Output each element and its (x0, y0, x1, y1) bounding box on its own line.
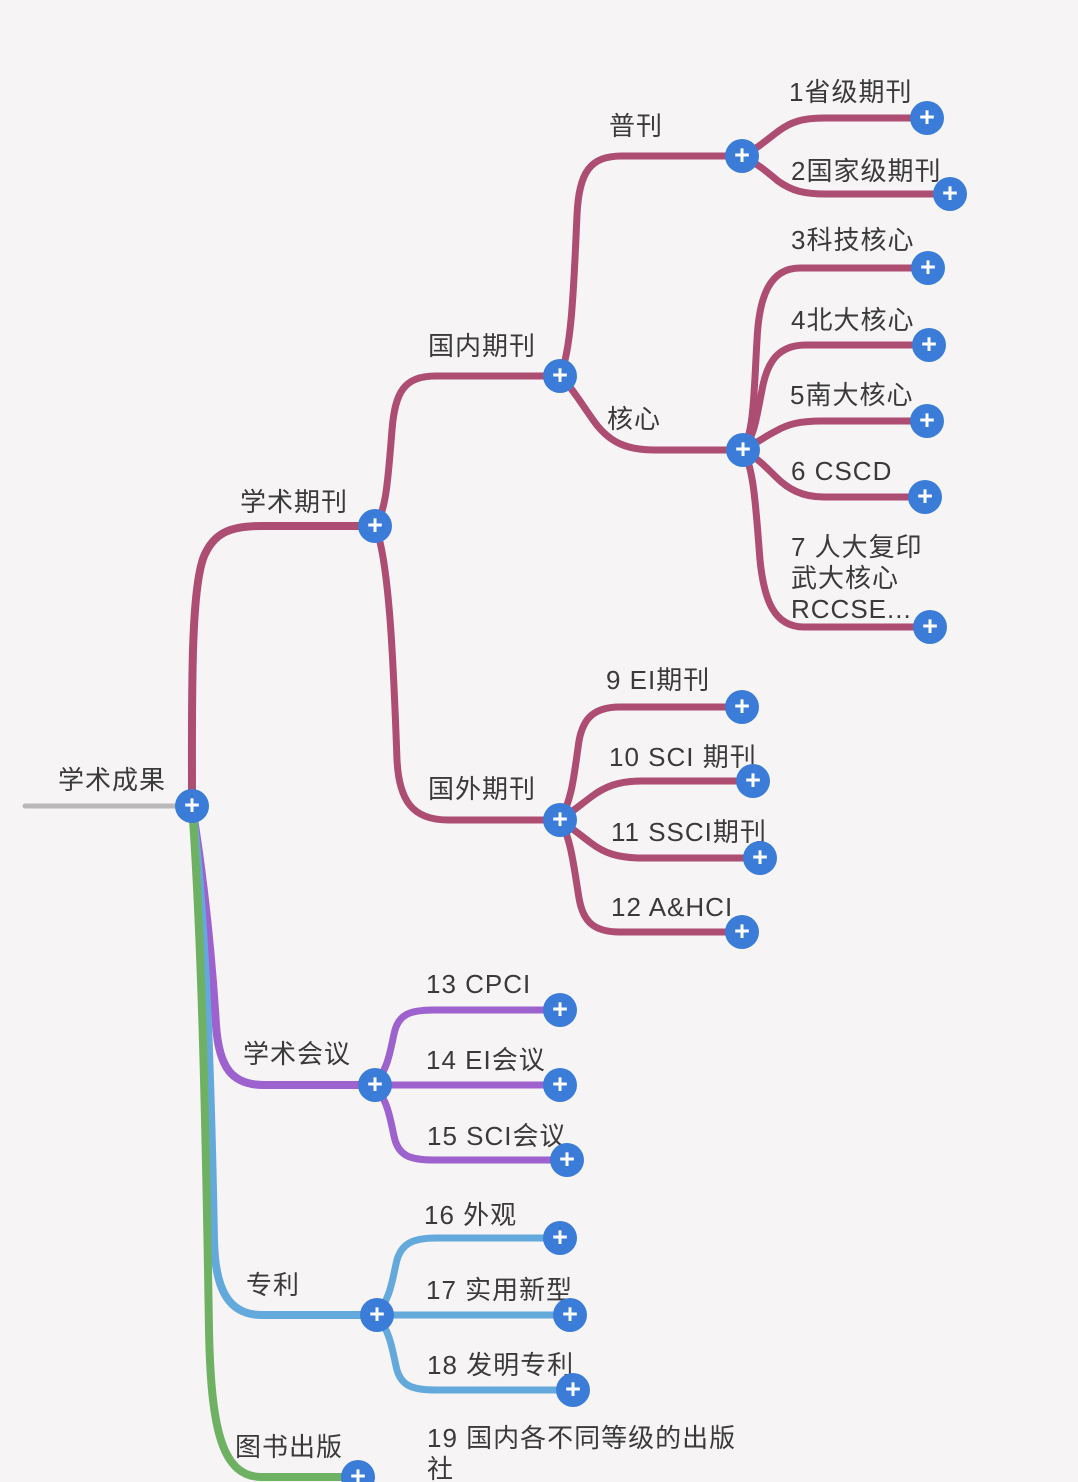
node-general-journal[interactable]: 普刊 (609, 111, 664, 141)
node-ei-journal[interactable]: 9 EI期刊 (606, 665, 711, 695)
expand-button-ei-conference[interactable]: + (543, 1068, 577, 1102)
node-book-publishing[interactable]: 图书出版 (235, 1432, 344, 1462)
expand-button-general-journal[interactable]: + (725, 139, 759, 173)
expand-button-core[interactable]: + (726, 433, 760, 467)
edge-root-academic-journal (187, 522, 379, 810)
edge-foreign-ei (556, 703, 746, 824)
expand-button-ahci[interactable]: + (725, 915, 759, 949)
node-nju-core[interactable]: 5南大核心 (790, 380, 914, 410)
node-utility-patent[interactable]: 17 实用新型 (426, 1275, 574, 1305)
node-root[interactable]: 学术成果 (58, 765, 167, 795)
node-provincial-journal[interactable]: 1省级期刊 (789, 77, 913, 107)
edge-domestic-core (556, 372, 747, 454)
edge-root-book (188, 802, 362, 1481)
edge-foreign-ahci (556, 816, 746, 936)
edge-core-renda (739, 446, 934, 631)
expand-button-provincial-journal[interactable]: + (910, 101, 944, 135)
expand-button-academic-journal[interactable]: + (358, 509, 392, 543)
expand-button-national-journal[interactable]: + (933, 177, 967, 211)
expand-button-pku-core[interactable]: + (912, 328, 946, 362)
node-cscd[interactable]: 6 CSCD (791, 456, 893, 486)
edge-patent-design (373, 1234, 564, 1319)
node-renda-wuda-rccse[interactable]: 7 人大复印 武大核心 RCCSE... (791, 532, 923, 624)
expand-button-book-publishing[interactable]: + (341, 1460, 375, 1482)
expand-button-scitech-core[interactable]: + (911, 251, 945, 285)
expand-button-utility-patent[interactable]: + (553, 1298, 587, 1332)
expand-button-sci-conference[interactable]: + (550, 1143, 584, 1177)
expand-button-renda-wuda-rccse[interactable]: + (913, 610, 947, 644)
expand-button-sci-journal[interactable]: + (736, 764, 770, 798)
expand-button-patent[interactable]: + (360, 1298, 394, 1332)
edge-core-nju (739, 417, 931, 454)
node-academic-journal[interactable]: 学术期刊 (240, 487, 349, 517)
node-patent[interactable]: 专利 (246, 1270, 301, 1300)
node-sci-conference[interactable]: 15 SCI会议 (427, 1121, 567, 1151)
edge-foreign-sci (556, 777, 757, 824)
node-sci-journal[interactable]: 10 SCI 期刊 (609, 742, 757, 772)
expand-button-domestic-journal[interactable]: + (543, 359, 577, 393)
expand-button-ei-journal[interactable]: + (725, 690, 759, 724)
node-ssci-journal[interactable]: 11 SSCI期刊 (611, 817, 767, 847)
edge-domestic-general (556, 152, 746, 380)
edge-conference-sci (371, 1081, 571, 1164)
expand-button-cscd[interactable]: + (908, 480, 942, 514)
node-scitech-core[interactable]: 3科技核心 (791, 225, 915, 255)
expand-button-cpci[interactable]: + (543, 993, 577, 1027)
edge-patent-invention (373, 1311, 577, 1394)
node-foreign-journal[interactable]: 国外期刊 (428, 774, 537, 804)
expand-button-foreign-journal[interactable]: + (543, 803, 577, 837)
node-pku-core[interactable]: 4北大核心 (791, 305, 915, 335)
expand-button-nju-core[interactable]: + (910, 404, 944, 438)
node-conference[interactable]: 学术会议 (243, 1039, 352, 1069)
node-core[interactable]: 核心 (607, 404, 662, 434)
expand-button-root plus-icon[interactable]: + (175, 789, 209, 823)
edge-general-provincial (738, 114, 931, 160)
expand-button-ssci-journal[interactable]: + (743, 841, 777, 875)
node-cpci[interactable]: 13 CPCI (426, 969, 532, 999)
expand-button-conference[interactable]: + (358, 1068, 392, 1102)
node-ei-conference[interactable]: 14 EI会议 (426, 1045, 546, 1075)
edge-academic-foreign (371, 522, 564, 824)
edge-core-scitech (739, 264, 932, 454)
node-design-patent[interactable]: 16 外观 (424, 1200, 518, 1230)
node-ahci[interactable]: 12 A&HCI (611, 892, 734, 922)
expand-button-invention-patent[interactable]: + (556, 1373, 590, 1407)
node-domestic-journal[interactable]: 国内期刊 (428, 331, 537, 361)
node-invention-patent[interactable]: 18 发明专利 (427, 1350, 575, 1380)
expand-button-design-patent[interactable]: + (543, 1221, 577, 1255)
edge-academic-domestic (371, 372, 564, 530)
node-national-journal[interactable]: 2国家级期刊 (791, 156, 942, 186)
edge-conference-cpci (371, 1006, 564, 1089)
node-publisher-levels[interactable]: 19 国内各不同等级的出版 社 (427, 1423, 737, 1482)
